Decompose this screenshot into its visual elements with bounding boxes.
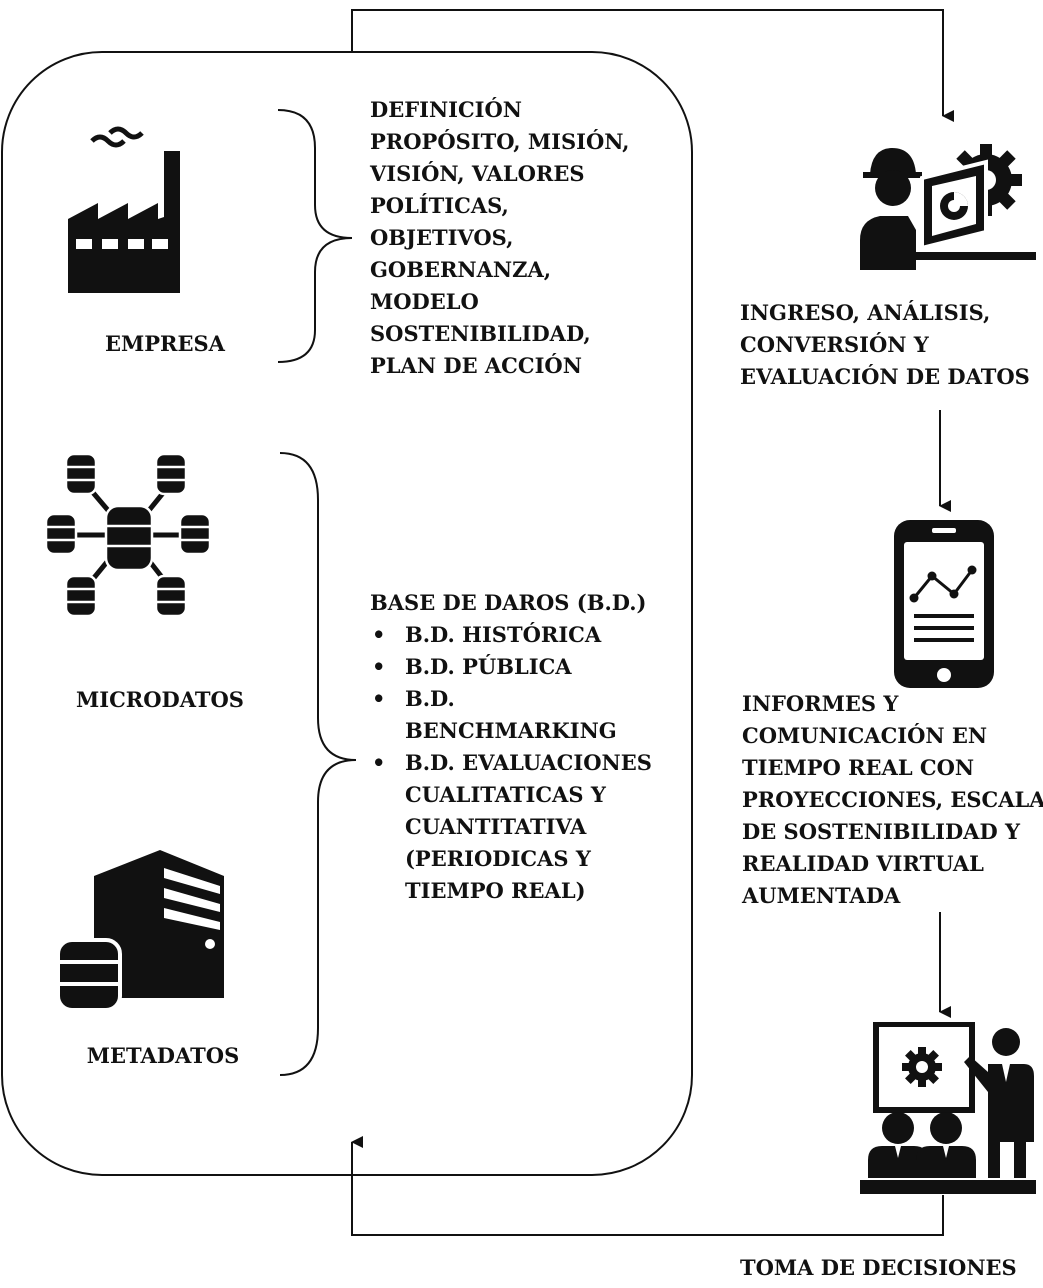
microdatos-label: MICRODATOS <box>76 687 244 712</box>
ingest-line: INGRESO, ANÁLISIS, <box>740 300 991 325</box>
list-item: B.D. EVALUACIONES CUALITATICAS Y CUANTIT… <box>370 747 652 907</box>
list-line: CUANTITATIVA <box>405 814 587 839</box>
list-line: B.D. EVALUACIONES <box>405 750 652 775</box>
definition-line: OBJETIVOS, <box>370 225 514 250</box>
empresa-label: EMPRESA <box>105 331 225 356</box>
analyst-laptop-gear-icon <box>860 144 1036 270</box>
reports-line: COMUNICACIÓN EN <box>742 723 988 748</box>
definition-line: MODELO <box>370 289 479 314</box>
database-block: BASE DE DAROS (B.D.) B.D. HISTÓRICA B.D.… <box>370 587 652 907</box>
reports-line: DE SOSTENIBILIDAD Y <box>742 819 1020 844</box>
database-title: BASE DE DAROS (B.D.) <box>370 590 647 615</box>
reports-line: PROYECCIONES, ESCALA <box>742 787 1043 812</box>
definition-line: POLÍTICAS, <box>370 193 509 218</box>
brace-database <box>279 452 357 1076</box>
factory-icon <box>68 126 180 293</box>
definition-line: GOBERNANZA, <box>370 257 552 282</box>
metadatos-label: METADATOS <box>86 1043 240 1068</box>
definition-line: PLAN DE ACCIÓN <box>370 353 582 378</box>
ingest-line: CONVERSIÓN Y <box>740 332 929 357</box>
list-line: B.D. HISTÓRICA <box>405 622 602 647</box>
definition-block: DEFINICIÓN PROPÓSITO, MISIÓN, VISIÓN, VA… <box>370 94 629 382</box>
definition-line: PROPÓSITO, MISIÓN, <box>370 129 630 154</box>
server-database-icon <box>56 850 224 1012</box>
list-line: (PERIODICAS Y <box>405 846 591 871</box>
list-item: B.D. HISTÓRICA <box>370 619 652 651</box>
list-line: CUALITATICAS Y <box>405 782 606 807</box>
list-item: B.D. PÚBLICA <box>370 651 652 683</box>
list-line: TIEMPO REAL) <box>405 878 586 903</box>
ingest-line: EVALUACIÓN DE DATOS <box>740 364 1030 389</box>
reports-label: INFORMES Y COMUNICACIÓN EN TIEMPO REAL C… <box>742 688 1043 912</box>
database-network-icon <box>44 452 212 618</box>
list-line: B.D. <box>405 686 455 711</box>
decisions-label: TOMA DE DECISIONES <box>740 1255 1017 1280</box>
list-line: B.D. PÚBLICA <box>405 654 572 679</box>
list-line: BENCHMARKING <box>405 718 617 743</box>
definition-line: SOSTENIBILIDAD, <box>370 321 591 346</box>
reports-line: AUMENTADA <box>742 883 901 908</box>
main-container-box <box>1 51 693 1176</box>
definition-line: DEFINICIÓN <box>370 97 522 122</box>
presentation-meeting-icon <box>860 1022 1036 1194</box>
definition-line: VISIÓN, VALORES <box>370 161 585 186</box>
arrow-feedback <box>351 1136 944 1236</box>
smartphone-chart-icon <box>894 520 994 688</box>
list-item: B.D. BENCHMARKING <box>370 683 652 747</box>
reports-line: REALIDAD VIRTUAL <box>742 851 984 876</box>
reports-line: TIEMPO REAL CON <box>742 755 975 780</box>
reports-line: INFORMES Y <box>742 691 899 716</box>
ingest-label: INGRESO, ANÁLISIS, CONVERSIÓN Y EVALUACI… <box>740 297 1030 393</box>
brace-enterprise <box>277 109 353 363</box>
arrow-to-ingest <box>351 9 954 122</box>
